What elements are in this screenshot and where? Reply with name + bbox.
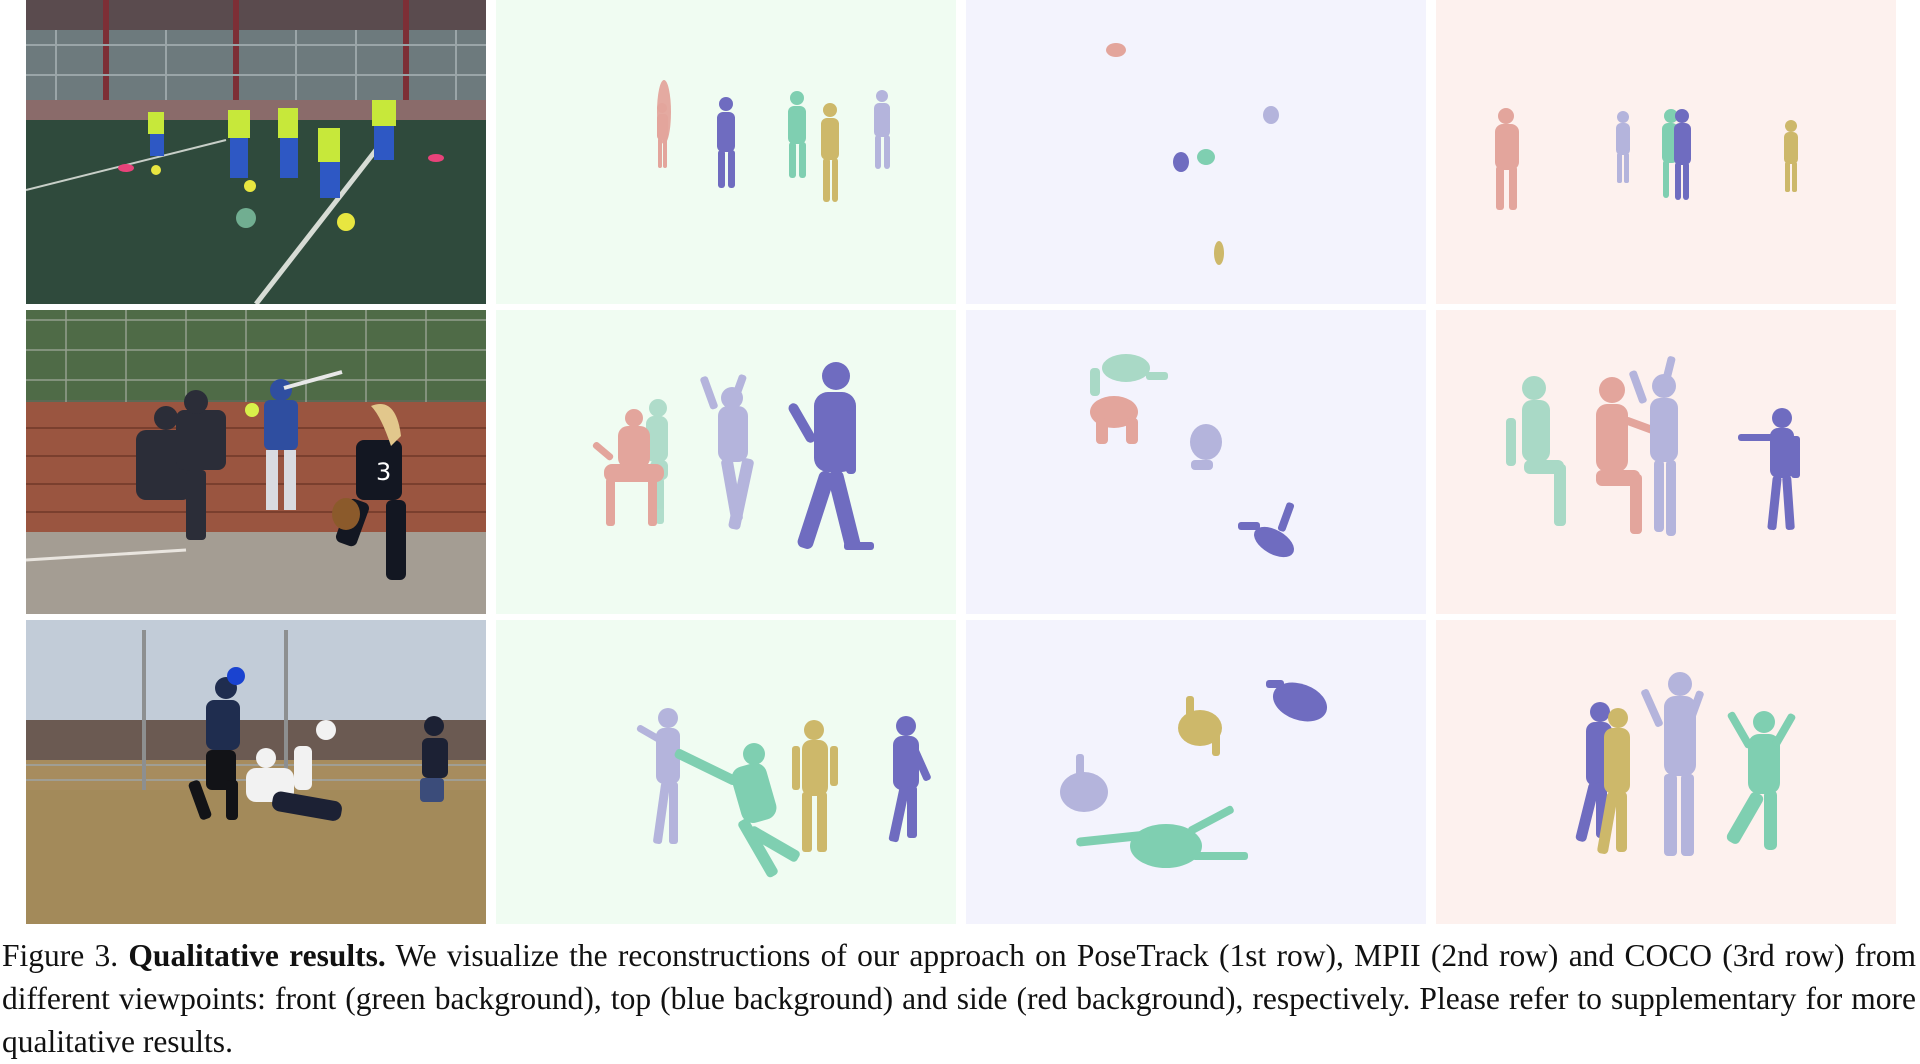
results-grid: 3	[26, 0, 1896, 924]
top-view-coco	[966, 620, 1426, 924]
front-view-mpii	[496, 310, 956, 614]
side-view-coco	[1436, 620, 1896, 924]
figure-caption: Figure 3. Qualitative results. We visual…	[2, 934, 1916, 1063]
photo-coco	[26, 620, 486, 924]
top-view-posetrack	[966, 0, 1426, 304]
svg-text:3: 3	[376, 458, 391, 486]
side-view-mpii	[1436, 310, 1896, 614]
front-view-posetrack	[496, 0, 956, 304]
front-view-coco	[496, 620, 956, 924]
figure-caption-body: We visualize the reconstructions of our …	[2, 938, 1916, 1059]
figure-label: Figure 3.	[2, 938, 119, 973]
photo-mpii: 3	[26, 310, 486, 614]
photo-posetrack	[26, 0, 486, 304]
side-view-posetrack	[1436, 0, 1896, 304]
figure-title: Qualitative results.	[128, 938, 386, 973]
top-view-mpii	[966, 310, 1426, 614]
